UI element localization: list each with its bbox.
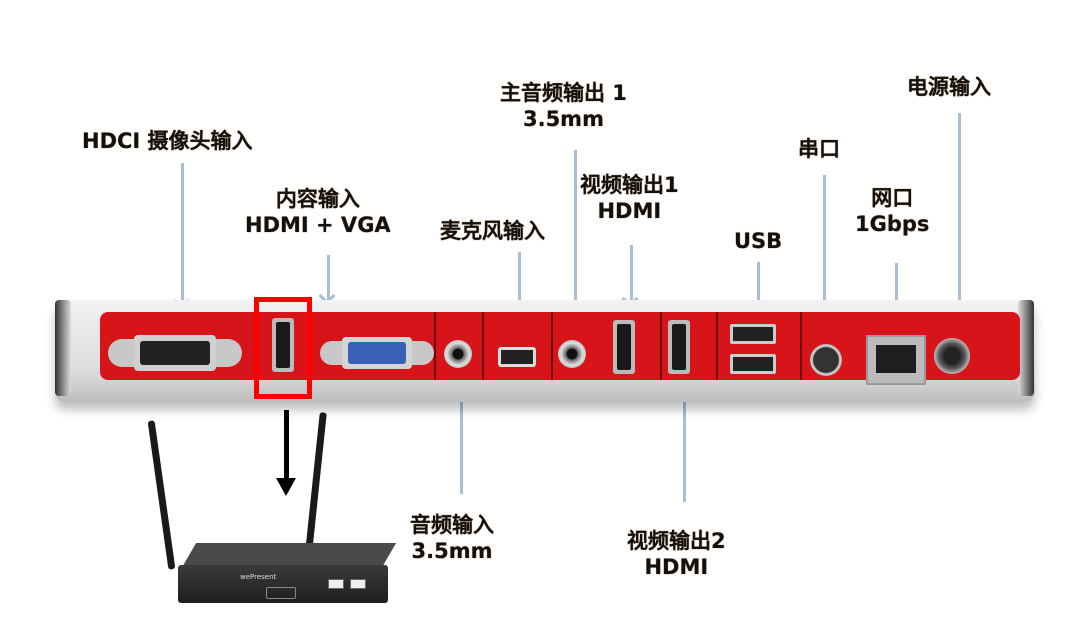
label-hdci-camera-input: HDCI 摄像头输入	[82, 129, 253, 153]
label-mic-input: 麦克风输入	[440, 219, 545, 243]
arrow-hdci	[181, 163, 184, 305]
device-usb-port	[328, 579, 344, 589]
power-input-jack	[934, 338, 970, 374]
arrow-main-audio-out	[574, 150, 577, 330]
label-video-out-1: 视频输出1 HDMI	[580, 173, 679, 223]
antenna-left	[147, 420, 176, 570]
panel-divider	[482, 312, 484, 380]
device-button	[266, 587, 296, 599]
label-main-audio-out: 主音频输出 1 3.5mm	[500, 81, 627, 131]
arrow-video-out-1	[630, 245, 633, 303]
video-out-2-hdmi-port	[668, 320, 690, 374]
mic-input-port	[498, 347, 536, 367]
main-audio-out-jack	[558, 340, 586, 368]
panel-divider	[434, 312, 436, 380]
label-power-input: 电源输入	[907, 75, 991, 99]
audio-input-jack	[444, 340, 472, 368]
serial-port	[810, 344, 842, 376]
usb-port-bottom	[730, 354, 776, 374]
arrow-usb	[757, 262, 760, 319]
label-audio-input: 音频输入 3.5mm	[410, 513, 494, 563]
hdci-camera-port	[108, 335, 242, 371]
panel-divider	[551, 312, 553, 380]
panel-divider	[800, 312, 802, 380]
usb-port-top	[730, 324, 776, 344]
arrow-network	[895, 263, 898, 317]
chassis-endcap-right	[1018, 300, 1034, 396]
content-hdmi-input-port	[272, 318, 294, 372]
label-usb: USB	[734, 229, 783, 253]
arrow-content-input	[327, 255, 330, 300]
device-logo: wePresent	[240, 573, 277, 581]
label-serial: 串口	[798, 137, 840, 161]
content-vga-input-port	[320, 337, 434, 369]
chassis-endcap-left	[55, 300, 71, 396]
connect-down-arrow	[276, 410, 296, 496]
wireless-presentation-box: wePresent	[178, 543, 397, 603]
label-network: 网口 1Gbps	[855, 186, 930, 236]
panel-divider	[660, 312, 662, 380]
arrow-mic	[518, 252, 521, 332]
ethernet-port	[866, 335, 926, 385]
arrow-video-out-2	[683, 377, 686, 502]
antenna-right	[304, 412, 327, 562]
arrow-audio-input	[460, 382, 463, 494]
panel-divider	[716, 312, 718, 380]
arrow-power	[958, 113, 961, 318]
label-video-out-2: 视频输出2 HDMI	[627, 529, 726, 579]
device-usb-port	[350, 579, 366, 589]
hdmi-highlight-box	[254, 297, 312, 399]
video-out-1-hdmi-port	[613, 320, 635, 374]
arrow-serial	[823, 175, 826, 335]
label-content-input: 内容输入 HDMI + VGA	[245, 187, 391, 237]
